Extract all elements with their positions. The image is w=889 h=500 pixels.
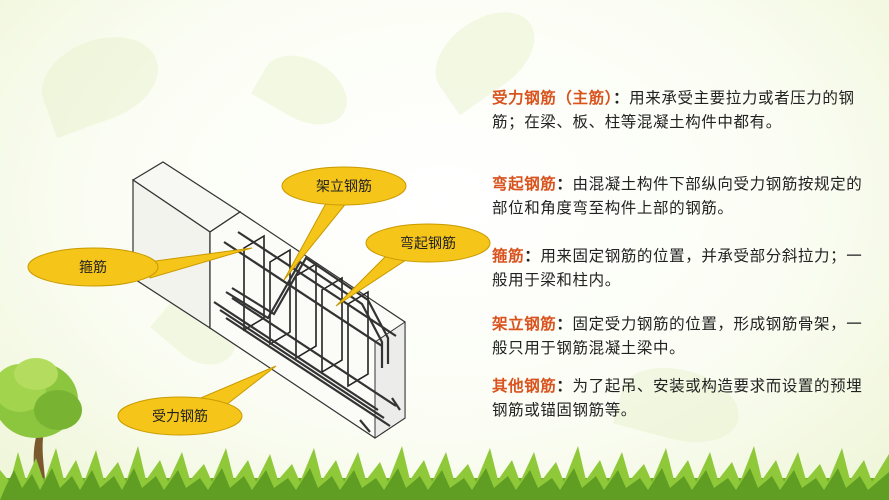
definition-separator: ： bbox=[524, 247, 541, 265]
definition-separator: ： bbox=[556, 377, 573, 395]
definition-text: 用来固定钢筋的位置，并承受部分斜拉力；一般用于梁和柱内。 bbox=[492, 247, 863, 289]
definition-separator: ： bbox=[613, 89, 630, 107]
definition-term: 弯起钢筋 bbox=[492, 175, 557, 193]
callout-hoop: 箍筋 bbox=[27, 247, 253, 287]
longitudinal-bars bbox=[213, 231, 401, 433]
definition-text: 由混凝土构件下部纵向受力钢筋按规定的部位和角度弯至构件上部的钢筋。 bbox=[492, 175, 863, 217]
callout-bent: 弯起钢筋 bbox=[335, 223, 491, 307]
definition-term: 其他钢筋 bbox=[492, 377, 557, 395]
definition-stirrup: 箍筋：用来固定钢筋的位置，并承受部分斜拉力；一般用于梁和柱内。 bbox=[492, 244, 872, 292]
callout-hoop-label: 箍筋 bbox=[79, 259, 107, 276]
definition-other-rebar: 其他钢筋：为了起吊、安装或构造要求而设置的预埋钢筋或锚固钢筋等。 bbox=[492, 374, 872, 422]
callout-main: 受力钢筋 bbox=[117, 365, 277, 436]
callout-erection-label: 架立钢筋 bbox=[316, 178, 372, 195]
definition-bent-rebar: 弯起钢筋：由混凝土构件下部纵向受力钢筋按规定的部位和角度弯至构件上部的钢筋。 bbox=[492, 172, 872, 220]
definition-erection-rebar: 架立钢筋：固定受力钢筋的位置，形成钢筋骨架，一般只用于钢筋混凝土梁中。 bbox=[492, 312, 872, 360]
definition-separator: ： bbox=[556, 175, 573, 193]
callout-erection: 架立钢筋 bbox=[281, 166, 407, 281]
callout-bent-label: 弯起钢筋 bbox=[400, 235, 456, 252]
definition-main-rebar: 受力钢筋（主筋）：用来承受主要拉力或者压力的钢筋；在梁、板、柱等混凝土构件中都有… bbox=[492, 86, 872, 134]
definition-separator: ： bbox=[556, 315, 573, 333]
callout-main-label: 受力钢筋 bbox=[152, 408, 208, 425]
definition-text: 为了起吊、安装或构造要求而设置的预埋钢筋或锚固钢筋等。 bbox=[492, 377, 863, 419]
tree-illustration bbox=[0, 358, 82, 500]
definition-text: 固定受力钢筋的位置，形成钢筋骨架，一般只用于钢筋混凝土梁中。 bbox=[492, 315, 863, 357]
definition-term: 架立钢筋 bbox=[492, 315, 557, 333]
grass-border bbox=[0, 446, 889, 500]
definition-text: 用来承受主要拉力或者压力的钢筋；在梁、板、柱等混凝土构件中都有。 bbox=[492, 89, 855, 131]
definition-term: 受力钢筋（主筋） bbox=[492, 89, 614, 107]
definition-term: 箍筋 bbox=[492, 247, 525, 265]
